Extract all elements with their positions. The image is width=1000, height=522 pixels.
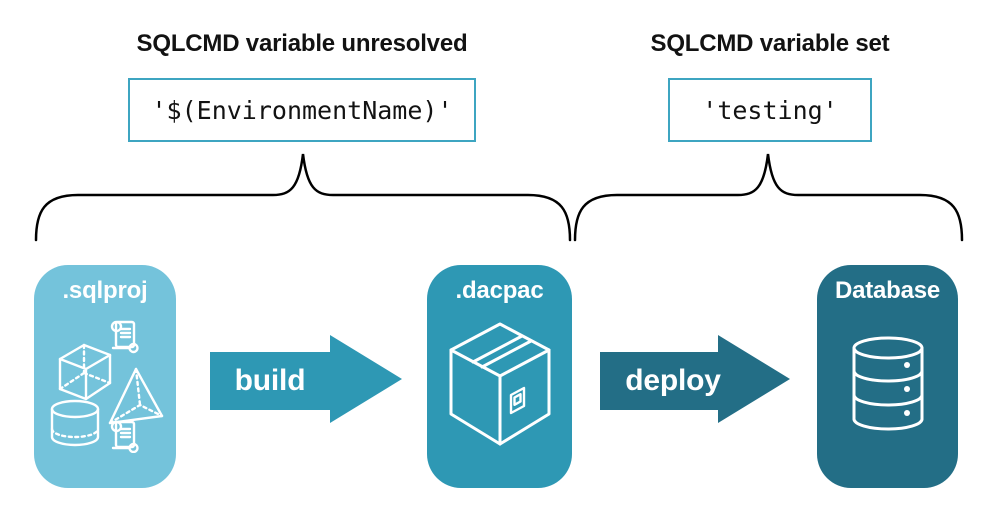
code-text-testing-value: 'testing' — [702, 95, 838, 125]
card-database-label: Database — [834, 277, 941, 304]
card-database: Database — [817, 265, 958, 488]
code-text-environment-variable: '$(EnvironmentName)' — [151, 95, 453, 125]
database-cylinder-icon — [852, 336, 923, 431]
curly-brace-right — [573, 153, 964, 242]
sql-objects-icon — [50, 320, 164, 453]
heading-sqlcmd-set: SQLCMD variable set — [650, 30, 890, 57]
code-box-testing-value: 'testing' — [668, 78, 872, 142]
card-sqlproj-label: .sqlproj — [62, 277, 148, 304]
card-dacpac: .dacpac — [427, 265, 572, 488]
code-box-environment-variable: '$(EnvironmentName)' — [128, 78, 476, 142]
build-arrow — [210, 335, 402, 423]
package-box-icon — [449, 322, 550, 446]
heading-sqlcmd-unresolved: SQLCMD variable unresolved — [136, 30, 468, 57]
deploy-arrow — [600, 335, 790, 423]
card-dacpac-label: .dacpac — [455, 277, 544, 304]
card-sqlproj: .sqlproj — [34, 265, 176, 488]
build-arrow-label: build — [234, 364, 306, 397]
curly-brace-left — [34, 153, 572, 242]
deploy-arrow-label: deploy — [625, 364, 721, 397]
